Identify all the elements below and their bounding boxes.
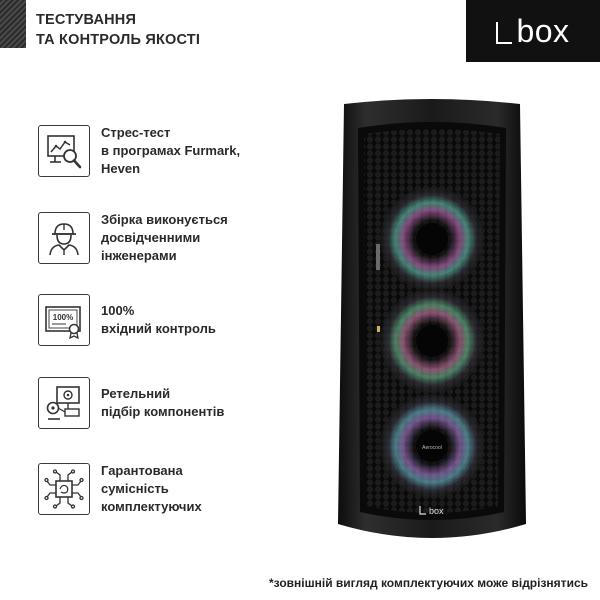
feature-line: 100% bbox=[101, 303, 135, 318]
feature-line: Heven bbox=[101, 161, 141, 176]
box-logo-icon bbox=[496, 22, 513, 44]
feature-line: досвідченними bbox=[101, 230, 201, 245]
case-fan-middle bbox=[380, 289, 484, 393]
feature-line: сумісність bbox=[101, 481, 169, 496]
page-title: ТЕСТУВАННЯ ТА КОНТРОЛЬ ЯКОСТІ bbox=[36, 10, 200, 50]
feature-engineers-text: Збірка виконується досвідченними інженер… bbox=[101, 211, 261, 265]
feature-incoming-control: 100% 100% вхідний контроль bbox=[38, 294, 261, 346]
feature-stress-test-text: Стрес-тест в програмах Furmark, Heven bbox=[101, 124, 261, 178]
feature-line: Збірка виконується bbox=[101, 212, 228, 227]
feature-compatibility-text: Гарантована сумісність комплектуючих bbox=[101, 462, 261, 516]
stress-test-icon bbox=[38, 125, 90, 177]
pc-case-image: Aerocool box bbox=[334, 94, 530, 552]
certificate-badge-text: 100% bbox=[53, 313, 73, 322]
brand-logo-text: box bbox=[516, 13, 570, 49]
feature-line: Стрес-тест bbox=[101, 125, 171, 140]
chip-compatibility-icon bbox=[38, 463, 90, 515]
case-box-logo: box bbox=[419, 506, 444, 516]
feature-line: вхідний контроль bbox=[101, 321, 216, 336]
brand-logo: box bbox=[466, 0, 600, 62]
feature-line: в програмах Furmark, bbox=[101, 143, 241, 158]
case-fan-bottom: Aerocool bbox=[380, 394, 484, 498]
feature-compatibility: Гарантована сумісність комплектуючих bbox=[38, 462, 261, 516]
case-logo-text: box bbox=[429, 506, 444, 516]
feature-line: інженерами bbox=[101, 248, 177, 263]
page-title-line-1: ТЕСТУВАННЯ bbox=[36, 12, 137, 28]
feature-engineers: Збірка виконується досвідченними інженер… bbox=[38, 211, 261, 265]
feature-component-selection: Ретельний підбір компонентів bbox=[38, 377, 261, 429]
component-selection-icon bbox=[38, 377, 90, 429]
header-stripe bbox=[0, 0, 26, 48]
feature-line: підбір компонентів bbox=[101, 404, 225, 419]
fan-brand-text: Aerocool bbox=[422, 445, 442, 451]
footnote: *зовнішній вигляд комплектуючих може від… bbox=[269, 576, 588, 590]
page-title-line-2: ТА КОНТРОЛЬ ЯКОСТІ bbox=[36, 32, 201, 48]
feature-line: Гарантована bbox=[101, 463, 183, 478]
certificate-icon: 100% bbox=[38, 294, 90, 346]
case-fan-top bbox=[380, 187, 484, 291]
feature-component-selection-text: Ретельний підбір компонентів bbox=[101, 385, 261, 421]
feature-line: Ретельний bbox=[101, 386, 171, 401]
feature-line: комплектуючих bbox=[101, 499, 202, 514]
feature-incoming-control-text: 100% вхідний контроль bbox=[101, 302, 261, 338]
engineer-icon bbox=[38, 212, 90, 264]
feature-stress-test: Стрес-тест в програмах Furmark, Heven bbox=[38, 124, 261, 178]
